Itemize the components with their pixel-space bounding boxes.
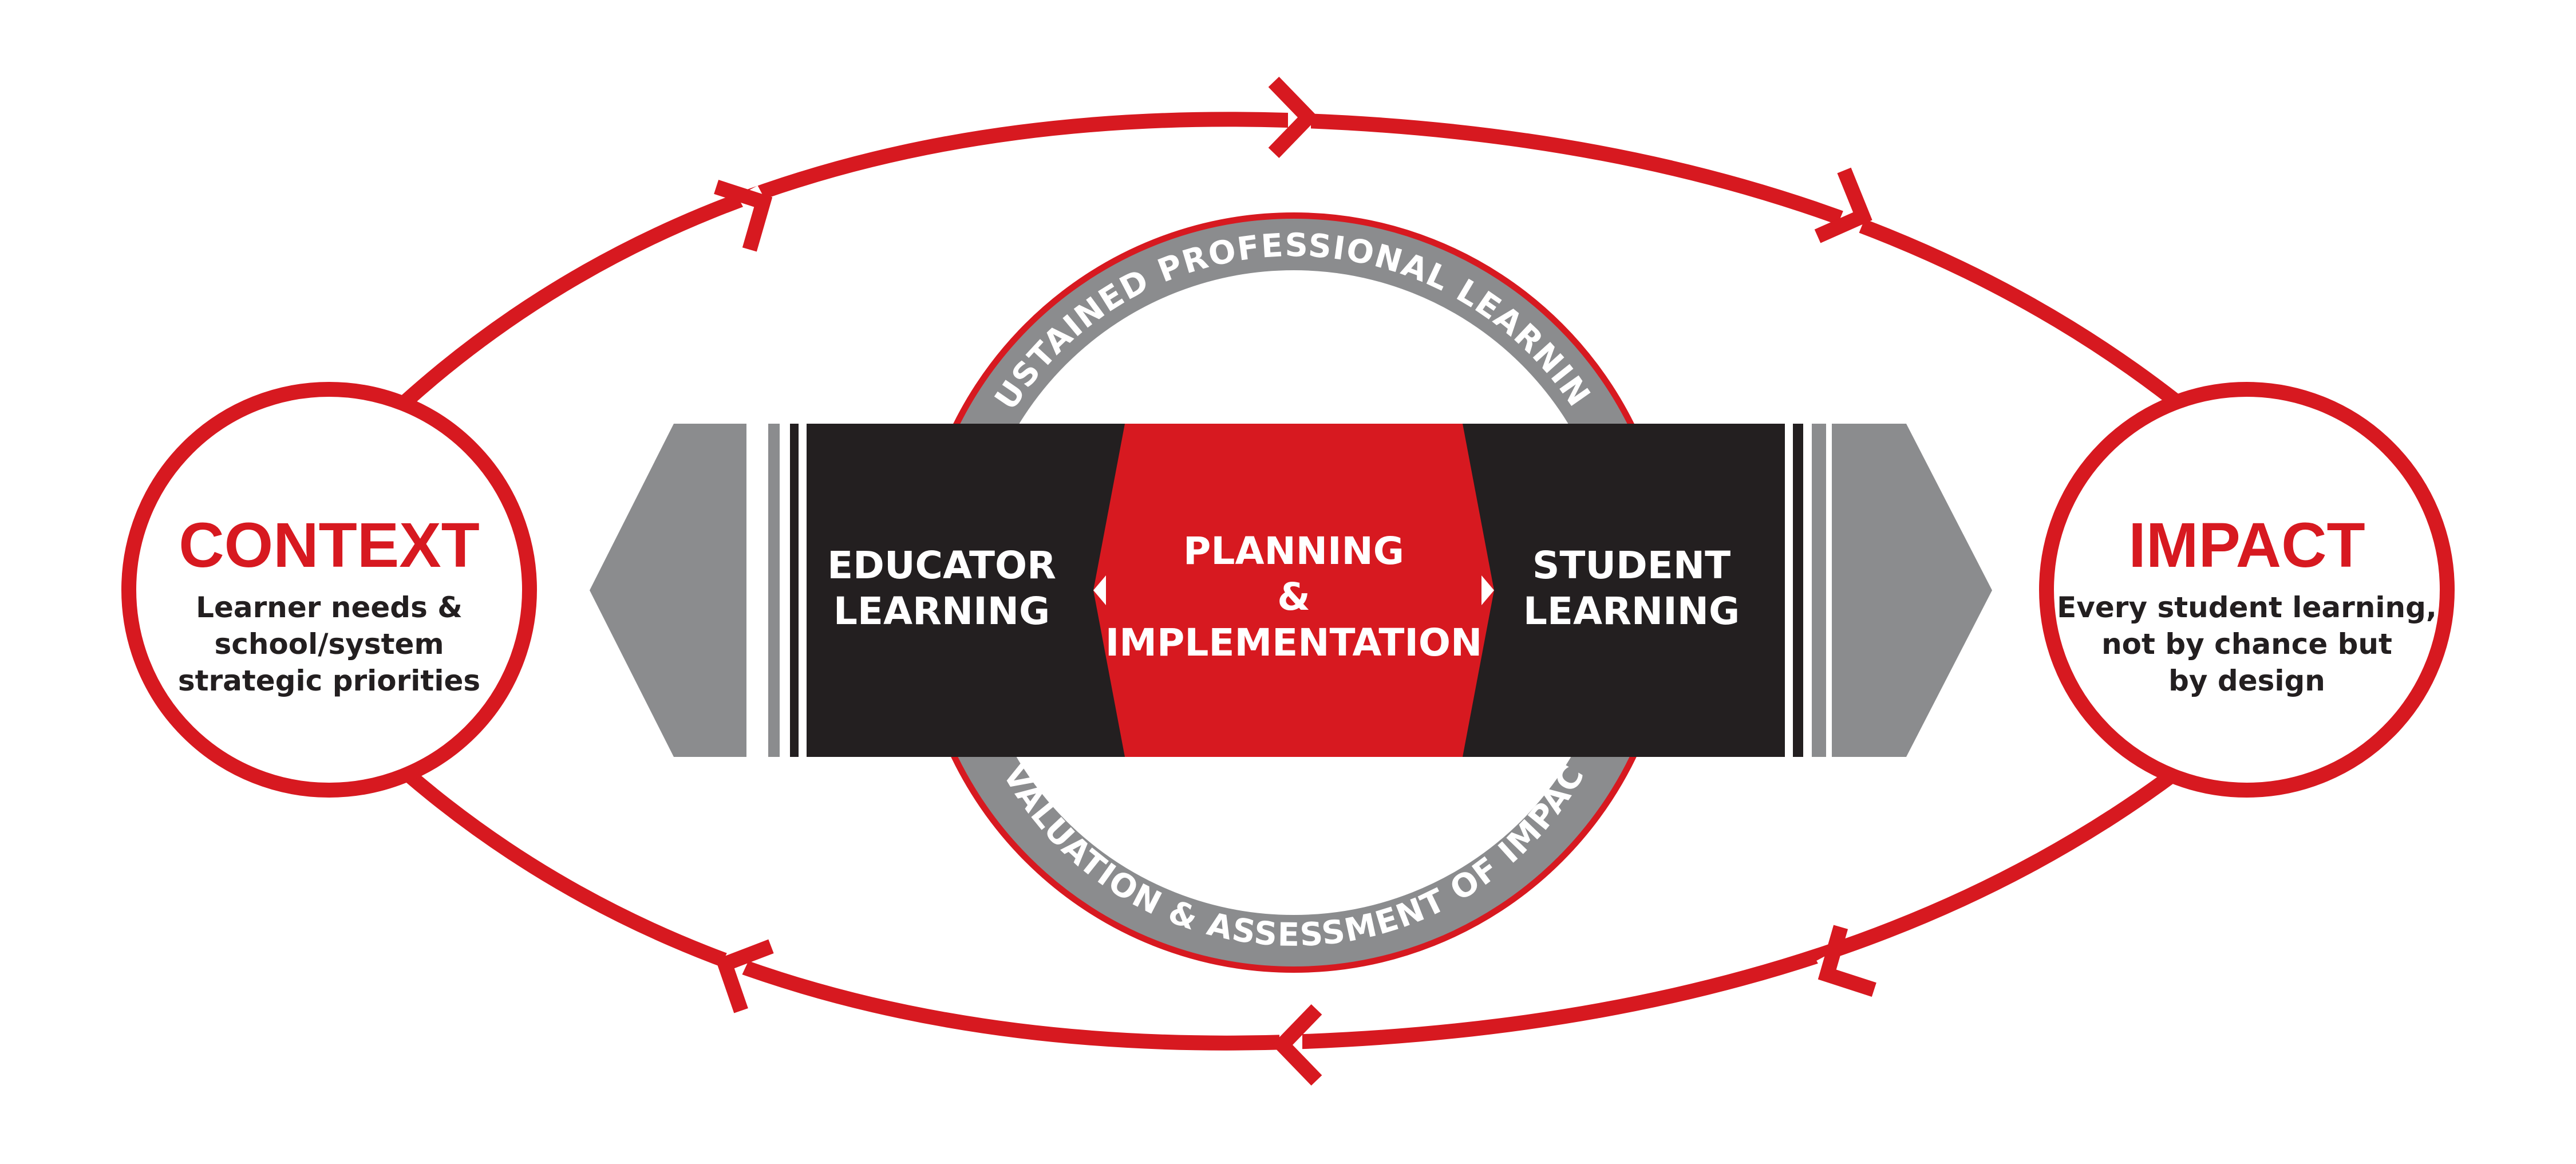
context-line-2: school/system [214, 628, 444, 661]
educator-line-1: EDUCATOR [827, 543, 1056, 587]
chevron-arrow-icon [1268, 76, 1319, 159]
student-line-2: LEARNING [1523, 589, 1740, 633]
context-circle: CONTEXT Learner needs & school/system st… [121, 382, 537, 798]
chevron-arrow-icon [714, 180, 774, 252]
student-line-1: STUDENT [1532, 543, 1730, 587]
chevron-arrow-icon [1814, 167, 1872, 243]
impact-line-1: Every student learning, [2057, 591, 2437, 624]
impact-line-2: not by chance but [2101, 628, 2392, 661]
educator-line-2: LEARNING [833, 589, 1050, 633]
right-chevron-shape [1806, 424, 1992, 757]
context-line-1: Learner needs & [196, 591, 463, 624]
impact-line-3: by design [2168, 664, 2325, 697]
planning-line-2: & [1277, 575, 1310, 619]
context-title: CONTEXT [179, 510, 480, 581]
chevron-arrow-icon [1816, 925, 1876, 997]
planning-hexagon [1093, 424, 1494, 757]
impact-title: IMPACT [2128, 510, 2365, 581]
cycle-path-top [401, 112, 2180, 407]
chevron-arrow-icon [1271, 1004, 1322, 1086]
context-line-3: strategic priorities [178, 664, 480, 697]
planning-line-1: PLANNING [1183, 529, 1404, 573]
center-band [790, 424, 1803, 757]
impact-circle: IMPACT Every student learning, not by ch… [2039, 382, 2455, 798]
left-chevron-shape [590, 424, 780, 757]
planning-line-3: IMPLEMENTATION [1105, 621, 1483, 665]
chevron-arrow-icon [715, 939, 774, 1013]
outer-cycle [401, 76, 2180, 1086]
